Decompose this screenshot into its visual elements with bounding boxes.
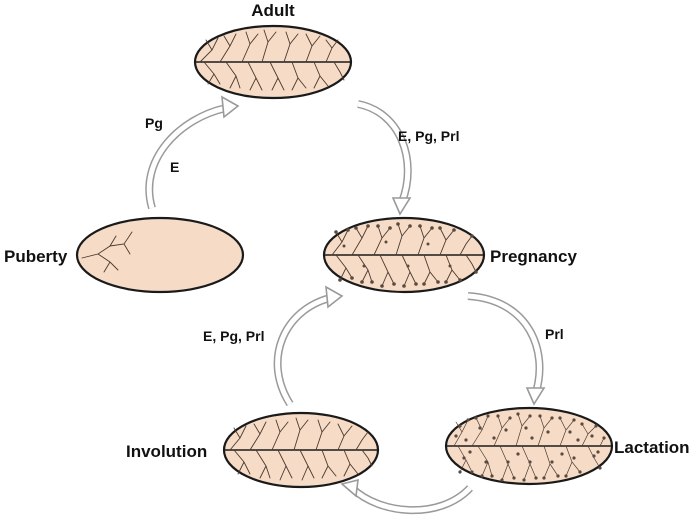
- arrow-puberty-to-adult: [145, 95, 240, 210]
- gland-involution: [222, 411, 380, 489]
- stage-label-adult: Adult: [251, 1, 295, 20]
- gland-pregnancy: [322, 216, 486, 294]
- ductal-tree-pregnancy: [331, 222, 478, 288]
- arrow-pregnancy-to-lactation: [467, 292, 546, 406]
- stage-label-pregnancy: Pregnancy: [490, 247, 577, 266]
- hormone-label-pregnancy-to-lactation: Prl: [545, 326, 564, 342]
- arrow-involution-to-pregnancy: [273, 285, 344, 407]
- gland-adult: [193, 24, 353, 100]
- ductal-tree-adult: [199, 29, 345, 91]
- arrow-lactation-to-involution: [340, 478, 473, 515]
- hormone-label-pg: Pg: [145, 115, 163, 131]
- stage-label-involution: Involution: [126, 442, 207, 461]
- ductal-tree-involution: [229, 417, 373, 481]
- gland-lactation: [444, 406, 614, 486]
- gland-puberty: [75, 216, 245, 294]
- hormone-label-involution-to-pregnancy: E, Pg, Prl: [203, 328, 264, 344]
- arrow-adult-to-pregnancy: [357, 100, 412, 216]
- ductal-tree-puberty: [81, 231, 133, 273]
- ductal-tree-lactation: [453, 412, 606, 482]
- stage-label-lactation: Lactation: [614, 438, 690, 457]
- stage-label-puberty: Puberty: [4, 247, 68, 266]
- hormone-label-adult-to-pregnancy: E, Pg, Prl: [398, 128, 459, 144]
- hormone-label-e: E: [170, 159, 179, 175]
